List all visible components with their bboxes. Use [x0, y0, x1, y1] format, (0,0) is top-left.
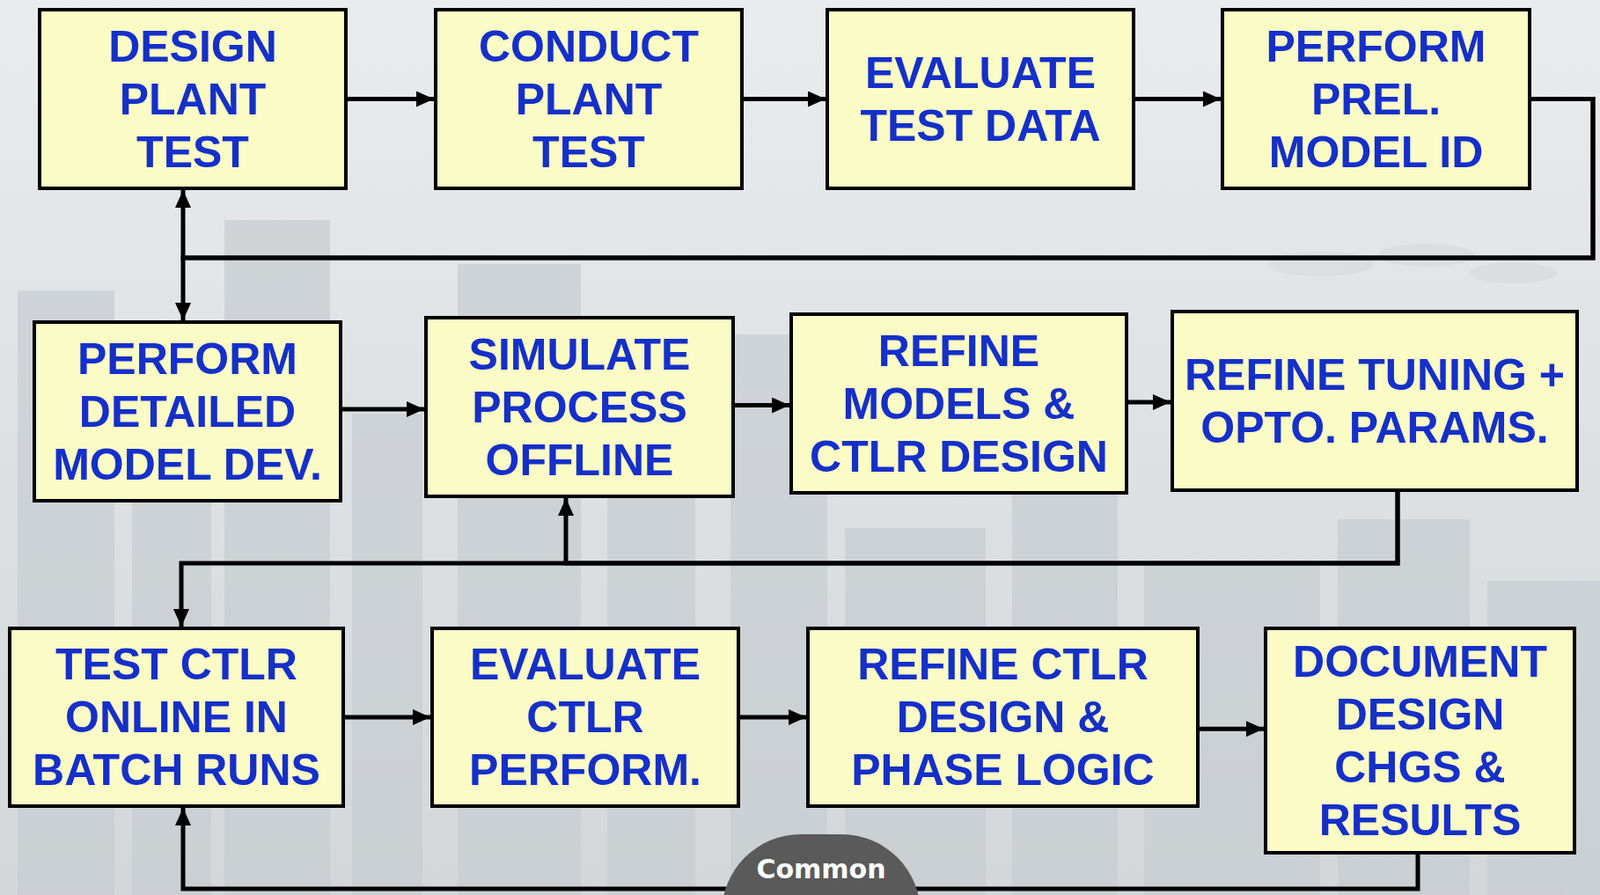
process-box: REFINE TUNING + OPTO. PARAMS.	[1170, 309, 1579, 492]
flow-arrow	[734, 403, 790, 408]
flow-arrow	[347, 96, 434, 102]
box-label: DESIGN PLANT TEST	[104, 20, 281, 179]
box-label: CONDUCT PLANT TEST	[474, 20, 704, 179]
process-box: EVALUATE TEST DATA	[825, 7, 1136, 191]
flow-arrow	[740, 715, 807, 720]
corner-badge: Common	[721, 834, 921, 895]
process-box: PERFORM PREL. MODEL ID	[1220, 7, 1532, 191]
box-label: EVALUATE CTLR PERFORM.	[464, 638, 707, 797]
box-label: SIMULATE PROCESS OFFLINE	[462, 328, 697, 487]
process-box: EVALUATE CTLR PERFORM.	[430, 626, 741, 808]
process-box: CONDUCT PLANT TEST	[433, 7, 744, 191]
box-label: DOCUMENT DESIGN CHGS & RESULTS	[1288, 635, 1553, 847]
box-label: REFINE TUNING + OPTO. PARAMS.	[1177, 348, 1572, 455]
process-box: REFINE CTLR DESIGN & PHASE LOGIC	[806, 626, 1200, 808]
flow-arrow	[743, 96, 826, 102]
process-box: REFINE MODELS & CTLR DESIGN	[789, 312, 1129, 495]
box-label: TEST CTLR ONLINE IN BATCH RUNS	[27, 638, 327, 797]
flow-arrow	[342, 407, 425, 412]
flow-arrow	[1199, 726, 1264, 732]
flow-arrow	[1128, 400, 1171, 405]
box-label: EVALUATE TEST DATA	[859, 46, 1102, 153]
process-box: SIMULATE PROCESS OFFLINE	[424, 315, 735, 499]
box-label: REFINE MODELS & CTLR DESIGN	[807, 324, 1111, 484]
flow-arrow	[181, 491, 1398, 627]
process-box: DOCUMENT DESIGN CHGS & RESULTS	[1263, 626, 1577, 855]
box-label: PERFORM PREL. MODEL ID	[1262, 20, 1491, 179]
flow-arrow	[344, 715, 431, 720]
box-label: PERFORM DETAILED MODEL DEV.	[46, 332, 329, 492]
process-box: DESIGN PLANT TEST	[37, 7, 348, 191]
flow-arrow	[1135, 96, 1221, 102]
flow-arrow	[565, 491, 1398, 564]
process-box: TEST CTLR ONLINE IN BATCH RUNS	[7, 626, 345, 808]
process-box: PERFORM DETAILED MODEL DEV.	[32, 320, 343, 503]
box-label: REFINE CTLR DESIGN & PHASE LOGIC	[822, 638, 1184, 797]
